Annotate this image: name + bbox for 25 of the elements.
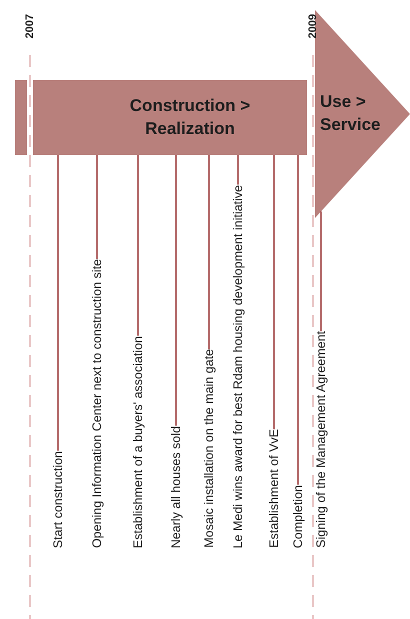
event-label: Nearly all houses sold: [168, 426, 184, 548]
year-label: 2009: [307, 14, 319, 38]
event-label: Start construction: [50, 450, 66, 548]
event-label: Mosaic installation on the main gate: [202, 349, 216, 548]
event-label: Establishment of VvE: [266, 429, 282, 548]
year-label: 2007: [24, 14, 36, 38]
leader-line: [96, 155, 98, 259]
phase-arrow: [315, 10, 410, 218]
phase-band: [33, 80, 307, 155]
leader-line: [320, 211, 322, 332]
event-label: Signing of the Management Agreement: [314, 331, 328, 548]
phase-band: [15, 80, 27, 155]
leader-line: [237, 155, 239, 185]
event-label: Opening Information Center next to construction site: [90, 258, 104, 548]
leader-line: [57, 155, 59, 451]
leader-line: [273, 155, 275, 430]
phase-label: Construction > Realization: [128, 94, 252, 140]
leader-line: [208, 155, 210, 350]
event-label: Completion: [290, 484, 306, 548]
event-label: Establishment of a buyers' association: [130, 336, 146, 548]
phase-label: Use > Service: [320, 91, 382, 136]
leader-line: [175, 155, 177, 426]
leader-line: [297, 155, 299, 485]
event-label: Le Medi wins award for best Rdam housing development initiative: [230, 184, 246, 548]
leader-line: [137, 155, 139, 336]
